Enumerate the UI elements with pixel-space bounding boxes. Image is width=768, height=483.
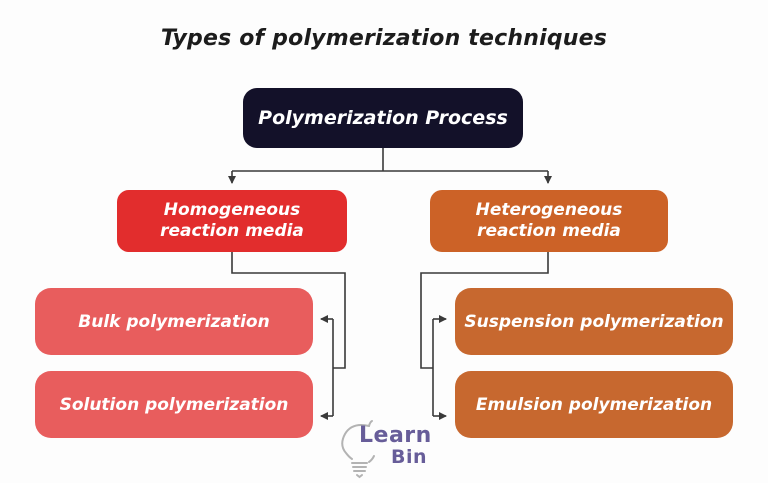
node-solution-polymerization: Solution polymerization xyxy=(35,371,313,438)
node-polymerization-process: Polymerization Process xyxy=(243,88,523,148)
node-bulk-polymerization: Bulk polymerization xyxy=(35,288,313,355)
node-heterogeneous-reaction-media: Heterogeneous reaction media xyxy=(430,190,668,252)
learnbin-logo: Learn Bin xyxy=(338,419,450,481)
node-homogeneous-reaction-media: Homogeneous reaction media xyxy=(117,190,347,252)
lightbulb-icon xyxy=(341,420,375,479)
node-emulsion-polymerization: Emulsion polymerization xyxy=(455,371,733,438)
page-title: Types of polymerization techniques xyxy=(160,26,608,51)
logo-text-bin: Bin xyxy=(391,446,428,468)
node-suspension-polymerization: Suspension polymerization xyxy=(455,288,733,355)
logo-text-learn: Learn xyxy=(359,423,432,448)
